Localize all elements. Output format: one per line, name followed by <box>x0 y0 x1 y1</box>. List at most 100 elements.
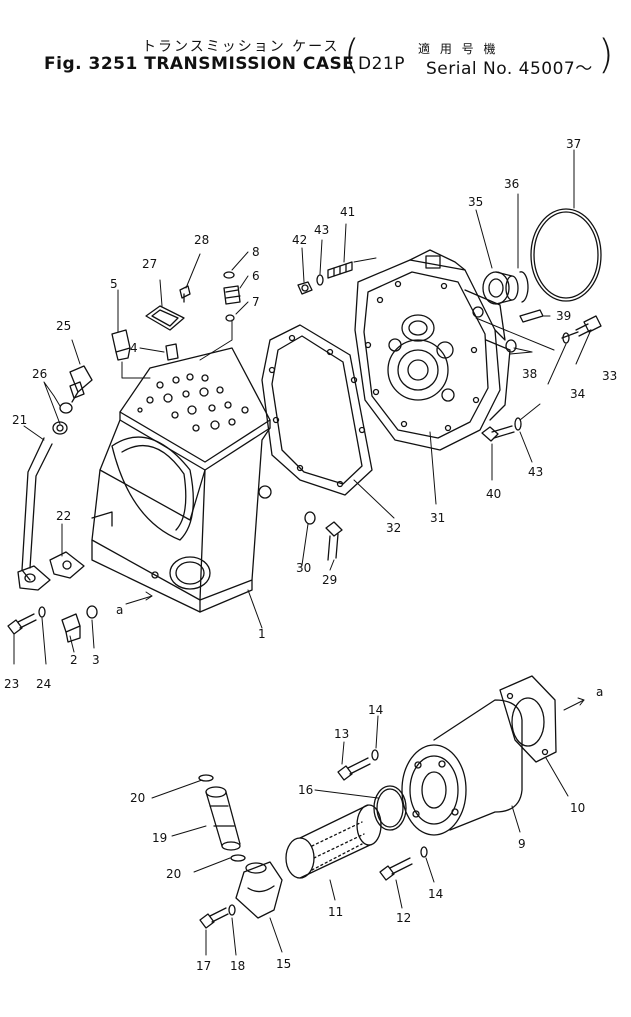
callout-22: 22 <box>56 509 71 523</box>
callout-35: 35 <box>468 195 483 209</box>
callout-5: 5 <box>110 277 118 291</box>
callout-14-top: 14 <box>368 703 383 717</box>
o-ring-16 <box>373 785 407 831</box>
bolt-29 <box>325 521 343 561</box>
callout-41: 41 <box>340 205 355 219</box>
cover-27 <box>145 305 185 331</box>
callout-6: 6 <box>252 269 260 283</box>
plug-4 <box>165 343 179 361</box>
callout-30: 30 <box>296 561 311 575</box>
callout-24: 24 <box>36 677 51 691</box>
leader-lines <box>13 149 591 956</box>
callout-39: 39 <box>556 309 571 323</box>
gasket <box>261 324 373 496</box>
washer-43b <box>514 417 522 431</box>
bolt-28 <box>179 285 191 303</box>
o-ring-8 <box>223 271 235 279</box>
callout-11: 11 <box>328 905 343 919</box>
callout-13: 13 <box>334 727 349 741</box>
bearing <box>482 271 519 305</box>
close-paren: ) <box>598 32 614 78</box>
callout-20-bottom: 20 <box>166 867 181 881</box>
open-paren: ( <box>344 32 360 78</box>
washer-43a <box>316 274 324 286</box>
washer-30 <box>304 511 316 525</box>
callout-23: 23 <box>4 677 19 691</box>
callout-14-bottom: 14 <box>428 887 443 901</box>
callout-40: 40 <box>486 487 501 501</box>
sensor-5 <box>111 329 131 361</box>
callout-labels: 1 2 3 4 5 6 7 8 9 10 11 12 13 14 14 15 1… <box>4 137 617 973</box>
title-japanese: トランスミッション ケース <box>142 39 340 55</box>
pipe-19 <box>205 786 241 851</box>
callout-38: 38 <box>522 367 537 381</box>
callout-34: 34 <box>570 387 585 401</box>
callout-36: 36 <box>504 177 519 191</box>
callout-17: 17 <box>196 959 211 973</box>
applicable-serial-japanese: 適 用 号 機 <box>418 42 499 56</box>
bolt-40 <box>481 425 515 442</box>
filter-case <box>401 699 523 836</box>
callout-4: 4 <box>130 341 138 355</box>
rear-cover <box>354 249 511 451</box>
washer-14b <box>420 846 428 858</box>
view-arrow-a-filter: a <box>596 685 603 699</box>
callout-25: 25 <box>56 319 71 333</box>
callout-8: 8 <box>252 245 260 259</box>
large-o-ring <box>530 208 602 302</box>
model-code: D21P <box>358 54 405 74</box>
gasket-22 <box>49 551 85 579</box>
elbow-15 <box>235 861 283 919</box>
ring-20b <box>230 854 246 862</box>
bolt-23 <box>7 613 37 635</box>
drain-plug <box>61 613 81 643</box>
callout-27: 27 <box>142 257 157 271</box>
callout-37: 37 <box>566 137 581 151</box>
nut-42 <box>297 281 313 295</box>
serial-number: Serial No. 45007～ <box>426 59 593 79</box>
bolt-12 <box>379 857 413 881</box>
elbow-6 <box>223 285 241 305</box>
seal-26 <box>52 402 73 435</box>
view-arrow-a-case: a <box>116 603 123 617</box>
callout-42: 42 <box>292 233 307 247</box>
filter-element <box>285 804 382 879</box>
callout-10: 10 <box>570 801 585 815</box>
washer-24 <box>38 606 46 618</box>
callout-32: 32 <box>386 521 401 535</box>
callout-3: 3 <box>92 653 100 667</box>
o-ring-7 <box>225 314 235 322</box>
callout-43-bottom: 43 <box>528 465 543 479</box>
bolt-13 <box>337 757 371 781</box>
washer-34 <box>562 332 570 344</box>
oil-cap <box>69 365 93 403</box>
snap-ring <box>519 271 529 303</box>
pin <box>519 309 544 323</box>
bolt-17 <box>199 907 229 929</box>
callout-1: 1 <box>258 627 266 641</box>
callout-18: 18 <box>230 959 245 973</box>
callout-2: 2 <box>70 653 78 667</box>
callout-43-top: 43 <box>314 223 329 237</box>
callout-9: 9 <box>518 837 526 851</box>
washer-18 <box>228 904 236 916</box>
callout-28: 28 <box>194 233 209 247</box>
callout-7: 7 <box>252 295 260 309</box>
figure-title: Fig. 3251 TRANSMISSION CASE <box>44 54 355 74</box>
callout-33: 33 <box>602 369 617 383</box>
callout-26: 26 <box>32 367 47 381</box>
callout-12: 12 <box>396 911 411 925</box>
callout-31: 31 <box>430 511 445 525</box>
callout-15: 15 <box>276 957 291 971</box>
dipstick-tube <box>17 437 53 591</box>
stud-41 <box>327 261 353 279</box>
callout-29: 29 <box>322 573 337 587</box>
ring-20a <box>198 774 214 782</box>
washer-14a <box>371 749 379 761</box>
filter-cover <box>499 675 557 763</box>
o-ring-38 <box>505 339 517 353</box>
callout-16: 16 <box>298 783 313 797</box>
callout-21: 21 <box>12 413 27 427</box>
callout-20-top: 20 <box>130 791 145 805</box>
